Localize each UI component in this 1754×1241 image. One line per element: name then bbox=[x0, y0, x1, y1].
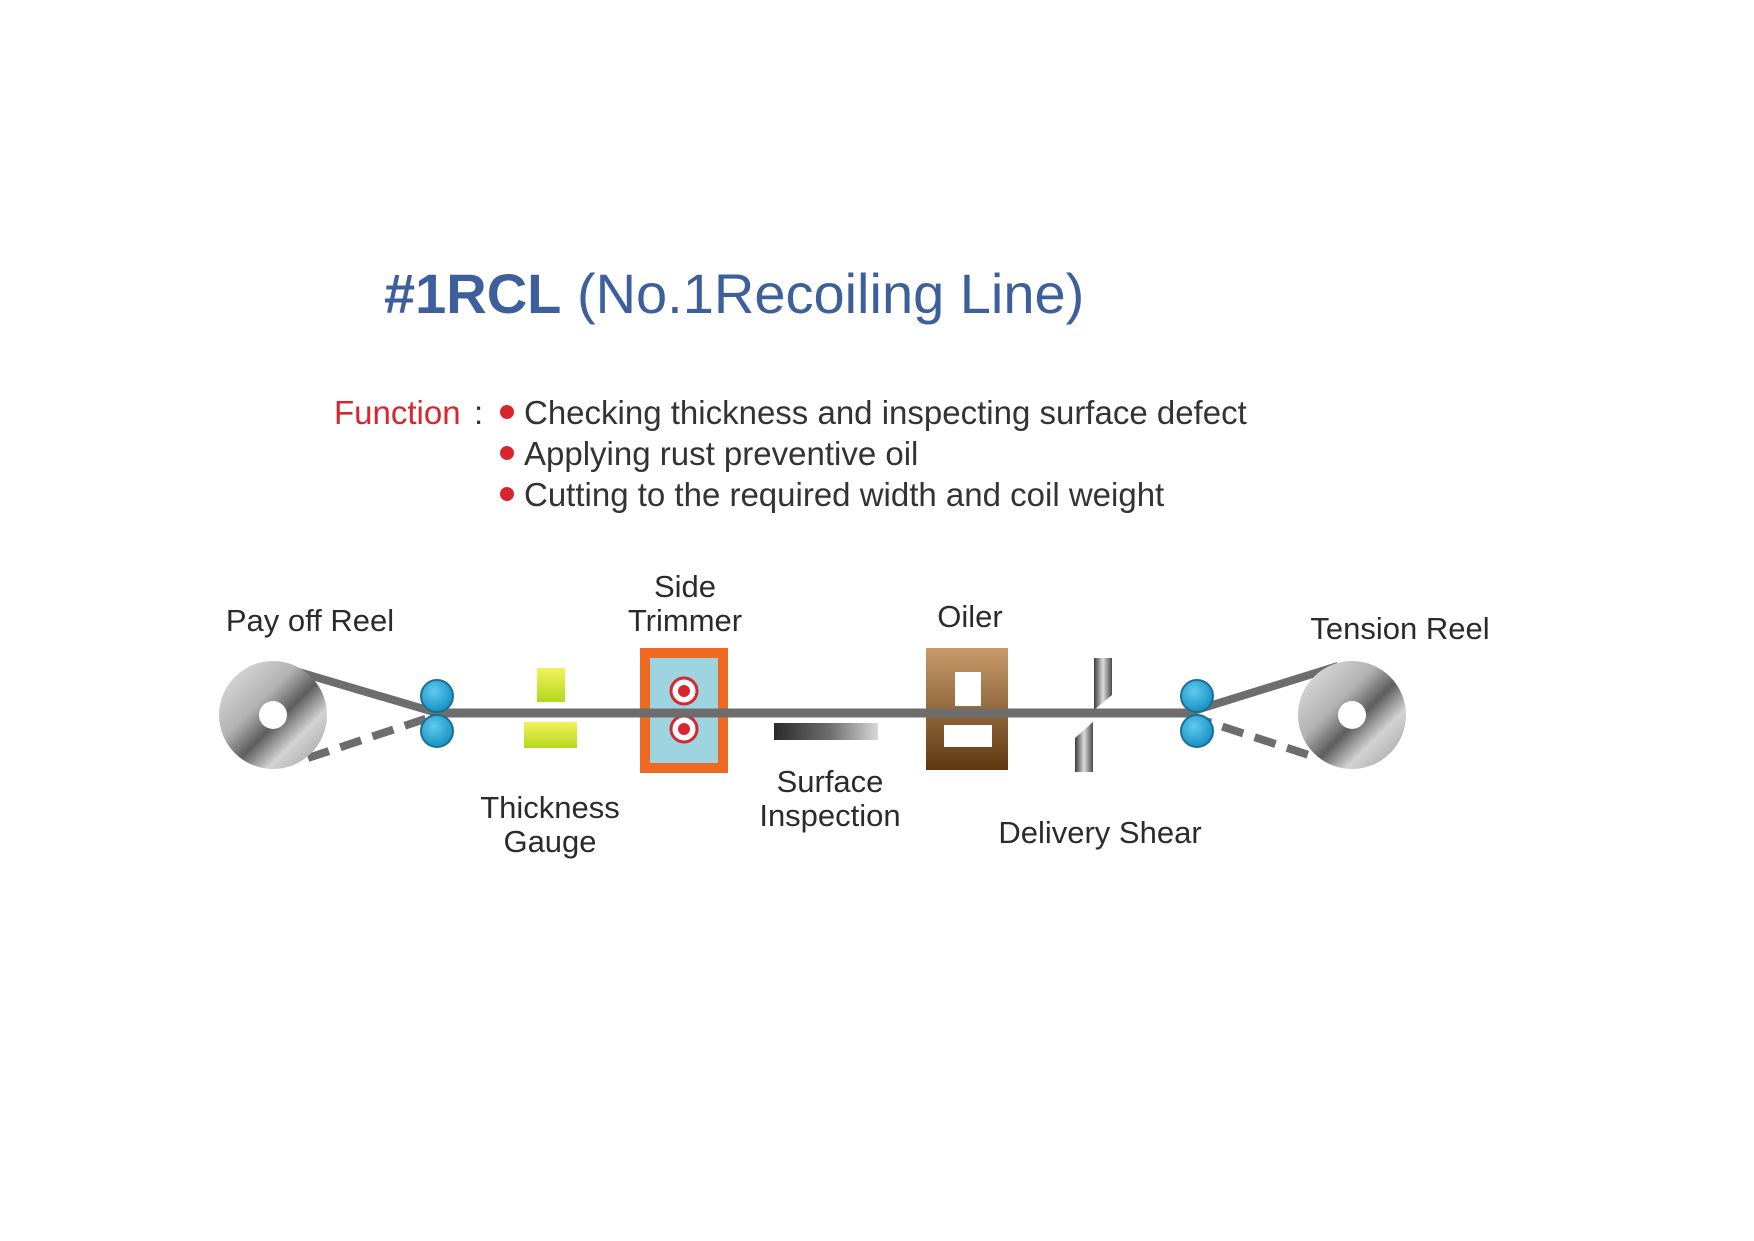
title-description: (No.1Recoiling Line) bbox=[561, 262, 1085, 325]
reel-hub bbox=[259, 701, 287, 729]
strip-lower-left-dashed bbox=[306, 712, 436, 762]
thickness-gauge-lower-icon bbox=[524, 722, 577, 748]
thickness-gauge-label-line1: Thickness bbox=[480, 790, 620, 825]
function-colon: : bbox=[474, 394, 484, 431]
oiler-label: Oiler bbox=[937, 599, 1003, 634]
strip-lower-right-dashed bbox=[1188, 712, 1320, 762]
function-label: Function bbox=[334, 394, 461, 431]
strip-upper-right bbox=[1188, 662, 1340, 716]
pinch-roll-icon bbox=[1180, 714, 1214, 748]
bullet-icon bbox=[500, 487, 514, 502]
strip-upper-left bbox=[283, 664, 436, 716]
oiler-window-upper bbox=[955, 672, 981, 706]
pay-off-reel-label: Pay off Reel bbox=[225, 603, 395, 638]
delivery-shear-upper-blade-icon bbox=[1094, 658, 1112, 710]
surface-inspection-icon bbox=[774, 723, 878, 740]
function-item: Applying rust preventive oil bbox=[500, 437, 918, 470]
reel-hub bbox=[1338, 701, 1366, 729]
function-item-text: Applying rust preventive oil bbox=[524, 435, 919, 472]
thickness-gauge-label-line2: Gauge bbox=[503, 824, 597, 859]
surface-inspection-label-line1: Surface bbox=[776, 764, 884, 799]
pinch-roll-icon bbox=[1180, 679, 1214, 713]
surface-inspection-label-line2: Inspection bbox=[759, 798, 901, 833]
function-item-text: Cutting to the required width and coil w… bbox=[524, 476, 1165, 513]
pinch-roll-icon bbox=[420, 679, 454, 713]
pinch-roll-icon bbox=[420, 714, 454, 748]
title-code: #1RCL bbox=[384, 262, 562, 325]
trimmer-knife-core bbox=[678, 723, 690, 735]
function-item-text: Checking thickness and inspecting surfac… bbox=[524, 394, 1247, 431]
delivery-shear-lower-blade-icon bbox=[1075, 722, 1093, 772]
bullet-icon bbox=[500, 446, 514, 461]
side-trimmer-label-line1: Side bbox=[653, 569, 717, 604]
function-item: Cutting to the required width and coil w… bbox=[500, 478, 1164, 511]
oiler-window-lower bbox=[944, 725, 992, 747]
page-title: #1RCL (No.1Recoiling Line) bbox=[384, 266, 1084, 322]
trimmer-knife-core bbox=[678, 685, 690, 697]
thickness-gauge-upper-icon bbox=[537, 668, 565, 702]
function-item: Checking thickness and inspecting surfac… bbox=[500, 396, 1247, 429]
tension-reel-label: Tension Reel bbox=[1310, 611, 1490, 646]
side-trimmer-label-line2: Trimmer bbox=[627, 603, 743, 638]
bullet-icon bbox=[500, 405, 514, 420]
delivery-shear-label: Delivery Shear bbox=[998, 815, 1202, 850]
